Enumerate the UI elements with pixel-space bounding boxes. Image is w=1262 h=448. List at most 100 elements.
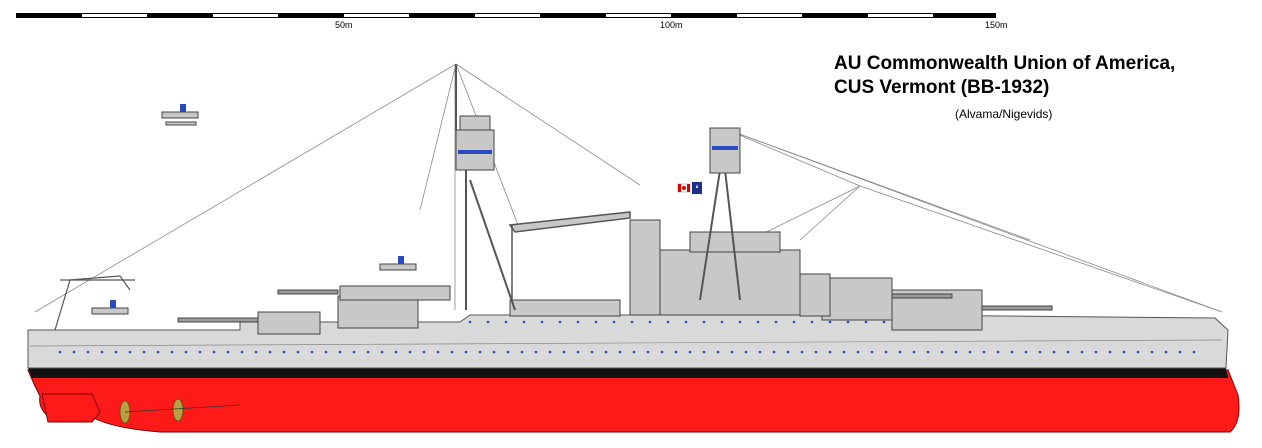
porthole (296, 350, 300, 354)
porthole (226, 350, 230, 354)
porthole (720, 320, 724, 324)
porthole (562, 350, 566, 354)
porthole (366, 350, 370, 354)
porthole (170, 350, 174, 354)
porthole (100, 350, 104, 354)
porthole (954, 350, 958, 354)
rudder (41, 393, 101, 423)
porthole (492, 350, 496, 354)
porthole (394, 350, 398, 354)
porthole (774, 320, 778, 324)
porthole (786, 350, 790, 354)
porthole (128, 350, 132, 354)
porthole (1178, 350, 1182, 354)
porthole (756, 320, 760, 324)
porthole (198, 350, 202, 354)
fore-mast-top (709, 127, 741, 174)
porthole (842, 350, 846, 354)
superstructure (339, 219, 831, 317)
porthole (612, 320, 616, 324)
porthole (534, 350, 538, 354)
porthole (884, 350, 888, 354)
boot-topping (28, 368, 1228, 378)
porthole (468, 320, 472, 324)
porthole (310, 350, 314, 354)
canada-flag-icon (677, 183, 691, 193)
porthole (846, 320, 850, 324)
porthole (968, 350, 972, 354)
porthole (758, 350, 762, 354)
porthole (594, 320, 598, 324)
porthole (156, 350, 160, 354)
porthole (1052, 350, 1056, 354)
porthole (1038, 350, 1042, 354)
title-line-2: CUS Vermont (BB-1932) (834, 77, 1050, 98)
porthole (814, 350, 818, 354)
porthole (422, 350, 426, 354)
porthole (1164, 350, 1168, 354)
porthole (632, 350, 636, 354)
porthole (268, 350, 272, 354)
porthole (912, 350, 916, 354)
porthole (486, 320, 490, 324)
scale-label-50m: 50m (335, 20, 353, 30)
porthole (380, 350, 384, 354)
porthole (792, 320, 796, 324)
porthole (810, 320, 814, 324)
porthole (660, 350, 664, 354)
porthole (772, 350, 776, 354)
fore-mast-stripe (712, 146, 738, 150)
porthole (730, 350, 734, 354)
aft-catapult (54, 275, 135, 331)
scale-label-100m: 100m (660, 20, 683, 30)
porthole (702, 320, 706, 324)
seaplane-icon (379, 256, 417, 271)
porthole (590, 350, 594, 354)
porthole (520, 350, 524, 354)
porthole (254, 350, 258, 354)
porthole (1192, 350, 1196, 354)
hull-underbody (27, 369, 1240, 433)
porthole (688, 350, 692, 354)
porthole (548, 350, 552, 354)
porthole (212, 350, 216, 354)
porthole (1108, 350, 1112, 354)
porthole (1010, 350, 1014, 354)
porthole (58, 350, 62, 354)
propellers (119, 398, 241, 424)
porthole (738, 320, 742, 324)
porthole (674, 350, 678, 354)
porthole (1150, 350, 1154, 354)
porthole (240, 350, 244, 354)
porthole (506, 350, 510, 354)
turret-fore (821, 277, 1053, 331)
navy-jack-icon (692, 182, 702, 194)
seaplane-icon (91, 300, 129, 315)
porthole (576, 320, 580, 324)
porthole (982, 350, 986, 354)
porthole (478, 350, 482, 354)
porthole (408, 350, 412, 354)
hull-side (27, 314, 1229, 369)
mast-top-stripe (458, 150, 492, 154)
porthole (1122, 350, 1126, 354)
porthole (522, 320, 526, 324)
porthole (464, 350, 468, 354)
crane (508, 211, 631, 300)
porthole (898, 350, 902, 354)
porthole (648, 320, 652, 324)
porthole (618, 350, 622, 354)
porthole (702, 350, 706, 354)
deck-line (29, 339, 1223, 347)
porthole (1094, 350, 1098, 354)
porthole (666, 320, 670, 324)
rigging (34, 63, 1223, 313)
porthole (72, 350, 76, 354)
porthole (604, 350, 608, 354)
porthole (828, 320, 832, 324)
porthole (86, 350, 90, 354)
porthole (282, 350, 286, 354)
porthole (184, 350, 188, 354)
porthole (800, 350, 804, 354)
